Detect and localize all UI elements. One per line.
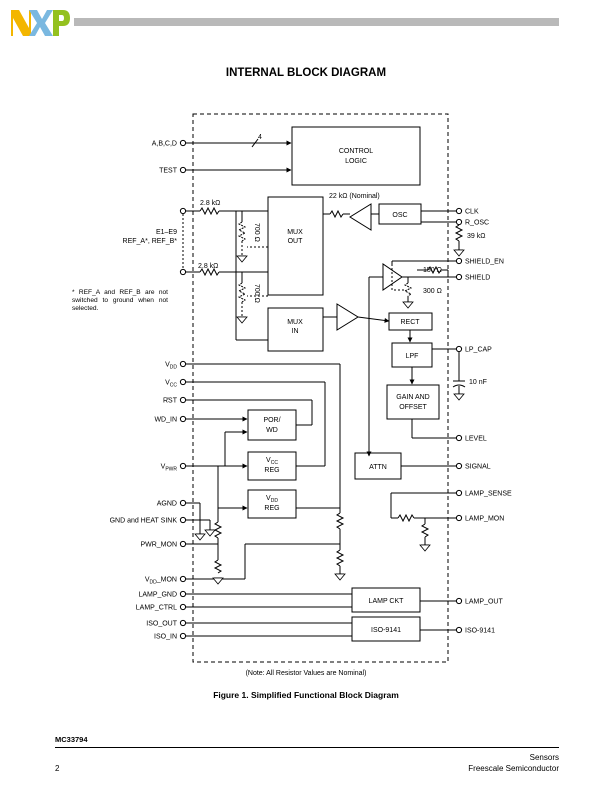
mux-out-label-2: OUT bbox=[288, 238, 304, 245]
por-label-2: WD bbox=[266, 427, 278, 434]
vdd-reg-label-1: VDD bbox=[266, 495, 278, 504]
capacitor-plate-bottom bbox=[452, 384, 466, 388]
pin-signal: SIGNAL bbox=[465, 464, 491, 471]
lamp-ckt-block bbox=[351, 587, 421, 613]
vcc-reg-label-2: REG bbox=[264, 467, 279, 474]
pin-lamp-gnd: LAMP_GND bbox=[138, 592, 177, 599]
mux-in-label-1: MUX bbox=[287, 319, 303, 326]
pin-wd-in: WD_IN bbox=[154, 417, 177, 424]
pin-iso-9141: ISO-9141 bbox=[465, 628, 495, 635]
footnote: * REF_A and REF_B are not switched to gr… bbox=[72, 289, 168, 312]
pin-iso-in: ISO_IN bbox=[154, 634, 177, 641]
control-logic-label-2: LOGIC bbox=[345, 158, 367, 165]
r-150-label: 150 Ω bbox=[423, 267, 442, 274]
pin-lamp-out: LAMP_OUT bbox=[465, 599, 503, 606]
pin-abcd: A,B,C,D bbox=[152, 141, 177, 148]
pin-agnd: AGND bbox=[157, 501, 177, 508]
pin-shield: SHIELD bbox=[465, 275, 490, 282]
mux-in-block bbox=[267, 307, 324, 352]
pin-e1-e9: E1–E9 bbox=[156, 229, 177, 236]
footer-rule-top bbox=[55, 747, 559, 748]
resistor-150 bbox=[427, 265, 442, 275]
r-700-a-label: 700 Ω bbox=[253, 223, 260, 242]
bus-width-label: 4 bbox=[258, 134, 262, 141]
footnote-box: * REF_A and REF_B are not switched to gr… bbox=[72, 289, 168, 312]
buffer-amp-osc bbox=[349, 203, 372, 231]
pin-lamp-mon: LAMP_MON bbox=[465, 516, 504, 523]
footer-part-number: MC33794 bbox=[55, 735, 88, 744]
control-logic-label-1: CONTROL bbox=[339, 148, 373, 155]
resistor-22k bbox=[329, 209, 344, 219]
page-title: INTERNAL BLOCK DIAGRAM bbox=[225, 67, 387, 79]
iso-9141-block bbox=[351, 616, 421, 642]
r-2k8-a-label: 2.8 kΩ bbox=[200, 200, 220, 207]
chip-boundary bbox=[192, 113, 449, 663]
c-10nf-label: 10 nF bbox=[469, 379, 487, 386]
pin-ref: REF_A*, REF_B* bbox=[123, 238, 178, 245]
gain-label-1: GAIN AND bbox=[396, 394, 429, 401]
pin-iso-out: ISO_OUT bbox=[146, 621, 177, 628]
right-pins bbox=[455, 207, 463, 634]
resistor-note: (Note: All Resistor Values are Nominal) bbox=[246, 670, 367, 677]
pin-vpwr: VPWR bbox=[161, 464, 178, 473]
vcc-reg-block bbox=[247, 451, 297, 481]
pin-shield-en: SHIELD_EN bbox=[465, 259, 504, 266]
pin-gnd-heat: GND and HEAT SINK bbox=[110, 518, 178, 525]
nxp-logo-p bbox=[53, 10, 70, 36]
attn-label: ATTN bbox=[369, 464, 387, 471]
pin-r-osc: R_OSC bbox=[465, 220, 489, 227]
osc-label: OSC bbox=[392, 212, 407, 219]
gain-label-2: OFFSET bbox=[399, 404, 427, 411]
mux-out-label-1: MUX bbox=[287, 229, 303, 236]
r-22k-label: 22 kΩ (Nominal) bbox=[329, 193, 380, 200]
lpf-label: LPF bbox=[406, 353, 419, 360]
mux-in-label-2: IN bbox=[292, 328, 299, 335]
nxp-logo-x bbox=[29, 10, 53, 36]
vcc-reg-label-1: VCC bbox=[266, 457, 278, 466]
mux-out-block bbox=[267, 196, 324, 296]
pin-vdd-mon: VDD_MON bbox=[145, 577, 177, 586]
por-label-1: POR/ bbox=[263, 417, 280, 424]
nxp-logo-n bbox=[11, 10, 31, 36]
pin-test: TEST bbox=[159, 168, 178, 175]
resistor-700-a bbox=[237, 221, 247, 242]
r-2k8-b-label: 2.8 kΩ bbox=[198, 263, 218, 270]
footer-page-number: 2 bbox=[55, 764, 60, 773]
resistor-300 bbox=[403, 282, 413, 297]
nxp-logo bbox=[11, 10, 70, 36]
ground-symbols bbox=[194, 249, 465, 585]
lamp-ckt-label: LAMP CKT bbox=[369, 598, 405, 605]
pin-vcc: VCC bbox=[165, 380, 177, 389]
bus-slash bbox=[251, 138, 259, 148]
gain-offset-block bbox=[386, 384, 440, 420]
rect-label: RECT bbox=[400, 319, 420, 326]
left-pins bbox=[179, 139, 187, 640]
por-wd-block bbox=[247, 409, 297, 441]
header-bar bbox=[74, 18, 559, 26]
footer-category: Sensors bbox=[529, 753, 559, 762]
pin-lp-cap: LP_CAP bbox=[465, 347, 492, 354]
resistor-39k bbox=[454, 224, 464, 242]
pin-pwr-mon: PWR_MON bbox=[140, 542, 177, 549]
iso-block-label: ISO-9141 bbox=[371, 627, 401, 634]
footer-company: Freescale Semiconductor bbox=[468, 764, 559, 773]
vdd-reg-block bbox=[247, 489, 297, 519]
pin-lamp-sense: LAMP_SENSE bbox=[465, 491, 512, 498]
pin-level: LEVEL bbox=[465, 436, 487, 443]
pin-lamp-ctrl: LAMP_CTRL bbox=[136, 605, 177, 612]
vdd-reg-label-2: REG bbox=[264, 505, 279, 512]
input-amp bbox=[336, 303, 359, 331]
resistor-2k8-a bbox=[199, 206, 220, 216]
figure-caption: Figure 1. Simplified Functional Block Di… bbox=[213, 690, 399, 700]
r-39k-label: 39 kΩ bbox=[467, 233, 485, 240]
resistor-700-b bbox=[237, 282, 247, 303]
control-logic-block bbox=[291, 126, 421, 186]
r-300-label: 300 Ω bbox=[423, 288, 442, 295]
resistor-2k8-b bbox=[199, 267, 220, 277]
pin-clk: CLK bbox=[465, 209, 479, 216]
pin-rst: RST bbox=[163, 398, 178, 405]
r-700-b-label: 700 Ω bbox=[253, 284, 260, 303]
pin-vdd: VDD bbox=[165, 362, 177, 371]
